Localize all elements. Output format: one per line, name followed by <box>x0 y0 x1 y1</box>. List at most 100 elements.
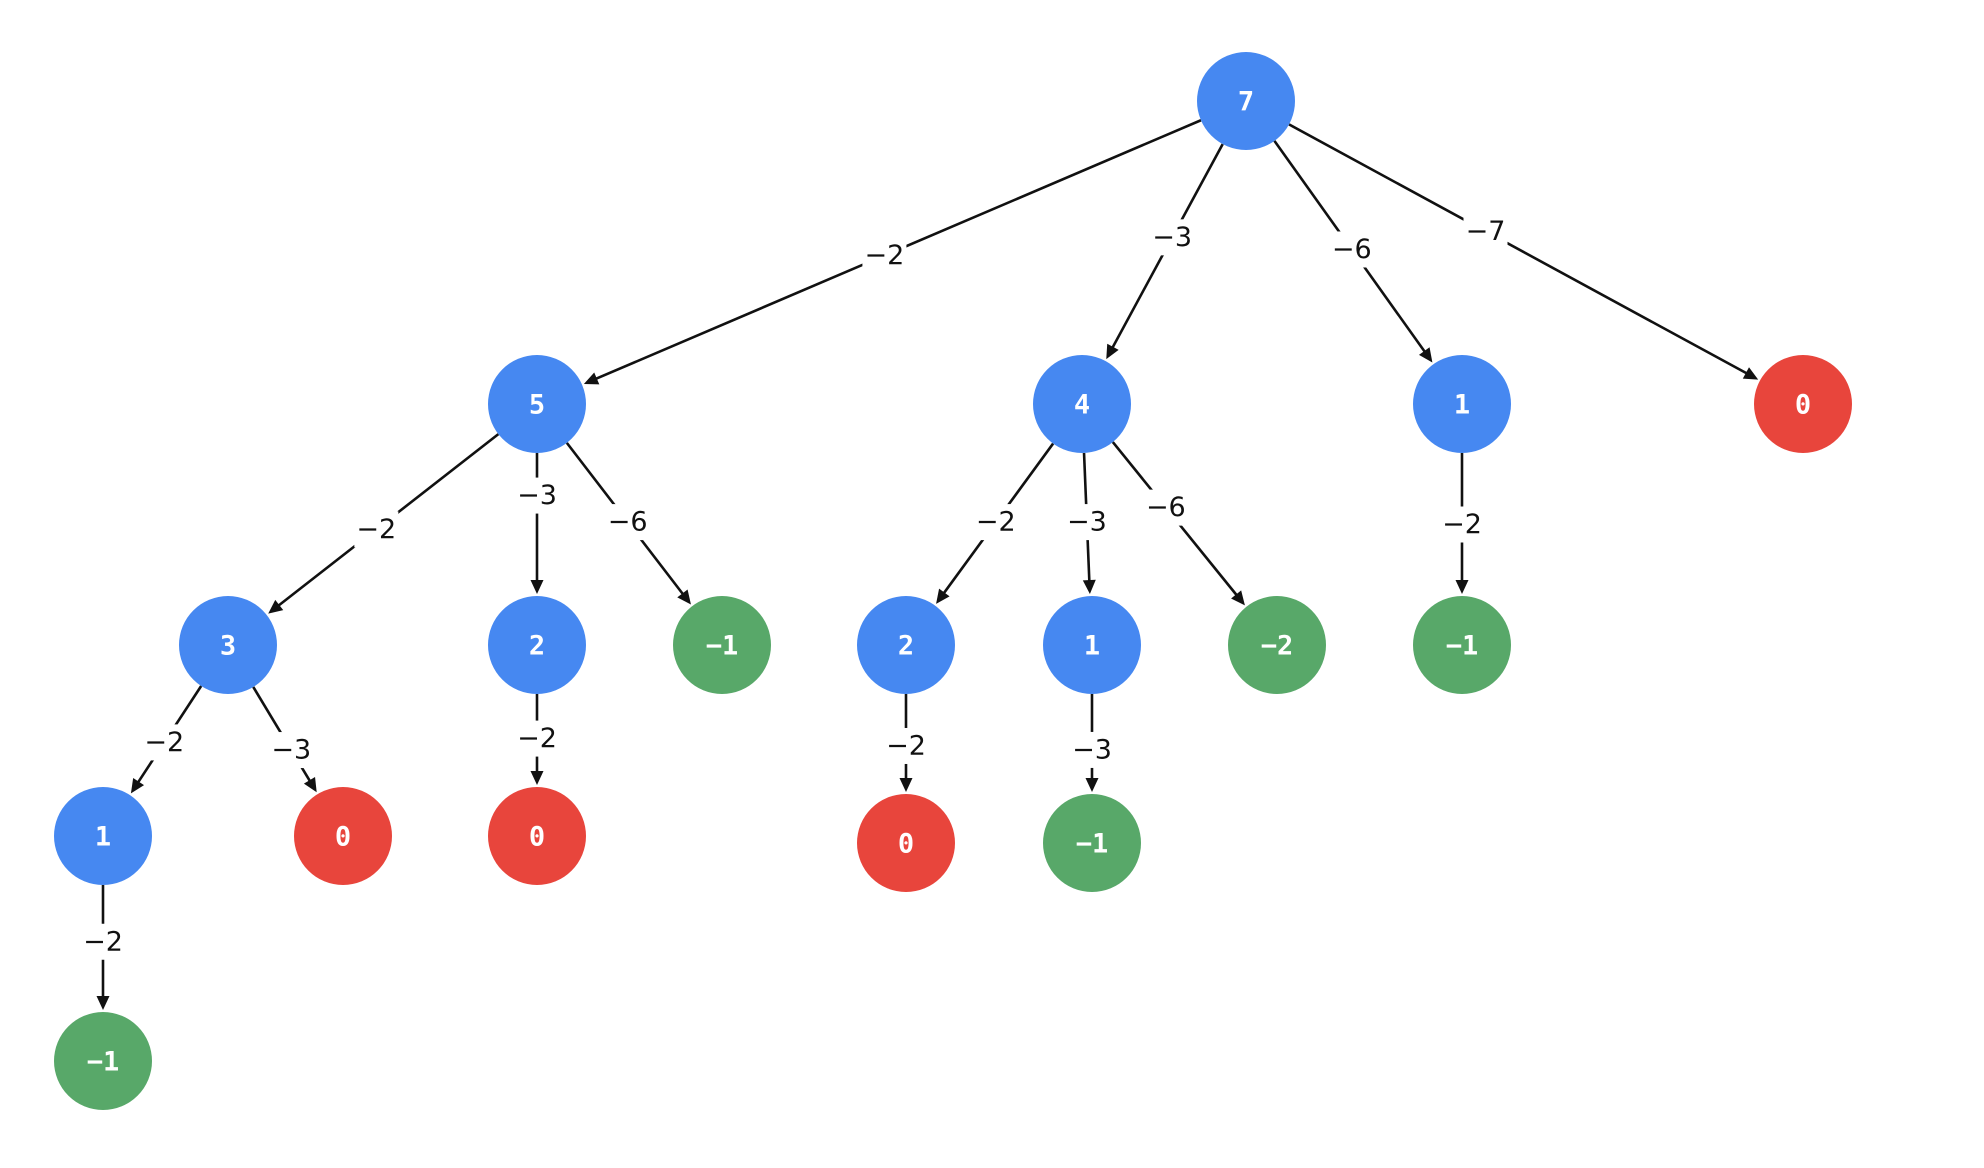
node-circle <box>1413 355 1511 453</box>
edge-label: −3 <box>1072 734 1112 765</box>
node-label: 1 <box>1084 631 1100 662</box>
node-circle <box>1413 596 1511 694</box>
edge-label: −3 <box>1152 222 1192 253</box>
edge-n3-n0b: −3 <box>252 686 317 793</box>
node-circle <box>1033 355 1131 453</box>
node-label: 7 <box>1238 87 1254 118</box>
node-circle <box>54 787 152 885</box>
edge-n4-n2b: −2 <box>936 442 1055 604</box>
nodes-layer: 7 5 4 1 0 3 2 −1 2 1 −2 −1 1 0 0 0 −1 −1 <box>54 52 1852 1110</box>
node-circle <box>54 1012 152 1110</box>
edge-n7-n5: −2 <box>583 119 1202 385</box>
edge-n1c-nm1d: −2 <box>81 885 125 1010</box>
edge-n5-n3: −2 <box>268 433 500 614</box>
edge-label-background <box>515 477 559 514</box>
edge-label: −6 <box>1332 234 1372 265</box>
edge-label: −2 <box>356 514 396 545</box>
edge-n4-n1b: −3 <box>1064 452 1109 595</box>
tree-node-n1b: 1 <box>1043 596 1141 694</box>
edge-label-background <box>1064 504 1109 541</box>
node-label: 0 <box>529 822 545 853</box>
tree-node-nm2a: −2 <box>1228 596 1326 694</box>
tree-node-n0d: 0 <box>857 794 955 892</box>
tree-node-nm1a: −1 <box>673 596 771 694</box>
tree-node-n3: 3 <box>179 596 277 694</box>
edge-label: −2 <box>1442 509 1482 540</box>
edge-n1a-nm1b: −2 <box>1440 453 1484 594</box>
node-circle <box>857 596 955 694</box>
tree-node-n0c: 0 <box>488 787 586 885</box>
node-circle <box>1043 794 1141 892</box>
node-circle <box>488 787 586 885</box>
node-label: −1 <box>87 1047 120 1078</box>
arrowhead <box>303 776 317 793</box>
tree-node-n2a: 2 <box>488 596 586 694</box>
edge-label-background <box>862 237 907 274</box>
arrowhead <box>936 588 950 604</box>
node-circle <box>294 787 392 885</box>
arrowhead <box>1418 347 1433 363</box>
edge-line <box>1288 123 1748 375</box>
node-label: 5 <box>529 390 545 421</box>
edge-label-background <box>1329 231 1374 268</box>
node-label: −2 <box>1261 631 1294 662</box>
edge-label-background <box>1143 489 1188 526</box>
tree-node-n5: 5 <box>488 355 586 453</box>
node-circle <box>488 596 586 694</box>
edge-n2a-n0c: −2 <box>515 694 559 785</box>
tree-node-nm1c: −1 <box>1043 794 1141 892</box>
tree-node-n4: 4 <box>1033 355 1131 453</box>
edge-label-background <box>973 504 1018 541</box>
arrowhead <box>96 996 110 1010</box>
tree-node-n0b: 0 <box>294 787 392 885</box>
node-label: 2 <box>529 631 545 662</box>
node-label: −1 <box>1446 631 1479 662</box>
edge-label: −2 <box>865 240 905 271</box>
node-circle <box>488 355 586 453</box>
edge-label-background <box>605 504 650 541</box>
tree-node-n1a: 1 <box>1413 355 1511 453</box>
edge-label-background <box>1070 731 1114 768</box>
edges-layer: −2−3−6−7−2−3−6−2−3−6−2−2−3−2−2−3−2 <box>81 119 1759 1010</box>
edge-n1b-nm1c: −3 <box>1070 694 1114 792</box>
edge-label: −6 <box>1146 492 1186 523</box>
arrowhead <box>899 778 913 792</box>
tree-node-n2b: 2 <box>857 596 955 694</box>
arrowhead <box>130 778 145 794</box>
tree-node-n1c: 1 <box>54 787 152 885</box>
arrowhead <box>677 589 691 605</box>
node-label: −1 <box>706 631 739 662</box>
node-circle <box>1043 596 1141 694</box>
edge-label-background <box>1440 506 1484 543</box>
edge-n7-n4: −3 <box>1106 143 1224 360</box>
tree-node-nm1d: −1 <box>54 1012 152 1110</box>
node-circle <box>1228 596 1326 694</box>
node-circle <box>1197 52 1295 150</box>
arrowhead <box>1106 343 1119 360</box>
edge-label: −7 <box>1466 216 1506 247</box>
edge-label: −2 <box>144 727 184 758</box>
edge-label-background <box>515 720 559 757</box>
edge-label: −2 <box>976 507 1016 538</box>
node-label: 0 <box>898 829 914 860</box>
node-label: 2 <box>898 631 914 662</box>
edge-label-background <box>1463 213 1508 250</box>
node-label: 4 <box>1074 390 1090 421</box>
node-circle <box>857 794 955 892</box>
edge-label-background <box>884 727 928 764</box>
node-label: 0 <box>335 822 351 853</box>
edge-label: −2 <box>83 926 123 957</box>
tree-node-n7: 7 <box>1197 52 1295 150</box>
tree-node-n0a: 0 <box>1754 355 1852 453</box>
node-circle <box>179 596 277 694</box>
tree-node-nm1b: −1 <box>1413 596 1511 694</box>
arrowhead <box>530 580 544 594</box>
edge-label-background <box>142 724 187 761</box>
arrowhead <box>1455 580 1469 594</box>
edge-label-background <box>81 923 125 960</box>
node-label: −1 <box>1076 829 1109 860</box>
edge-n5-n2a: −3 <box>515 453 559 594</box>
arrowhead <box>530 771 544 785</box>
arrowhead <box>1742 367 1759 380</box>
edge-n3-n1c: −2 <box>130 685 203 794</box>
